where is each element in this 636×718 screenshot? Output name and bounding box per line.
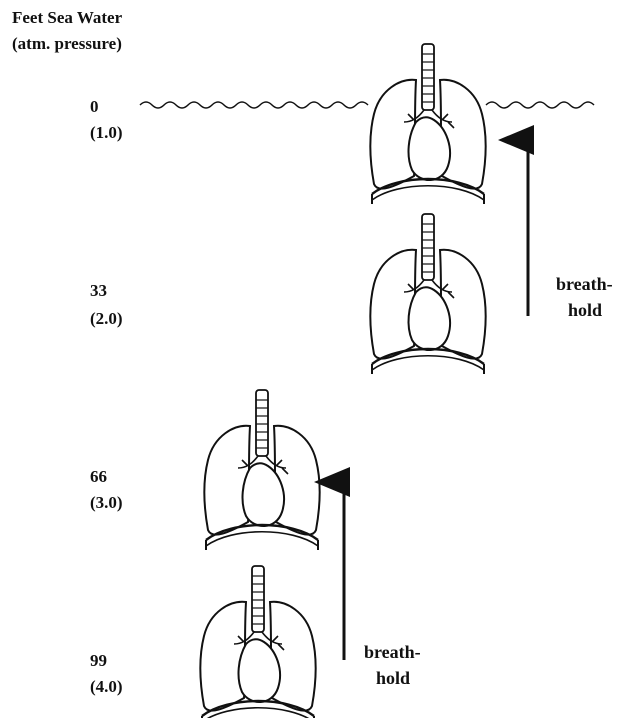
water-surface-right bbox=[486, 102, 594, 108]
lungs-icon-33ft bbox=[370, 214, 486, 374]
lungs-icon-66ft bbox=[204, 390, 320, 550]
lungs-icon-99ft bbox=[200, 566, 316, 718]
lungs-icon-0ft bbox=[370, 44, 486, 204]
water-surface bbox=[140, 102, 368, 108]
